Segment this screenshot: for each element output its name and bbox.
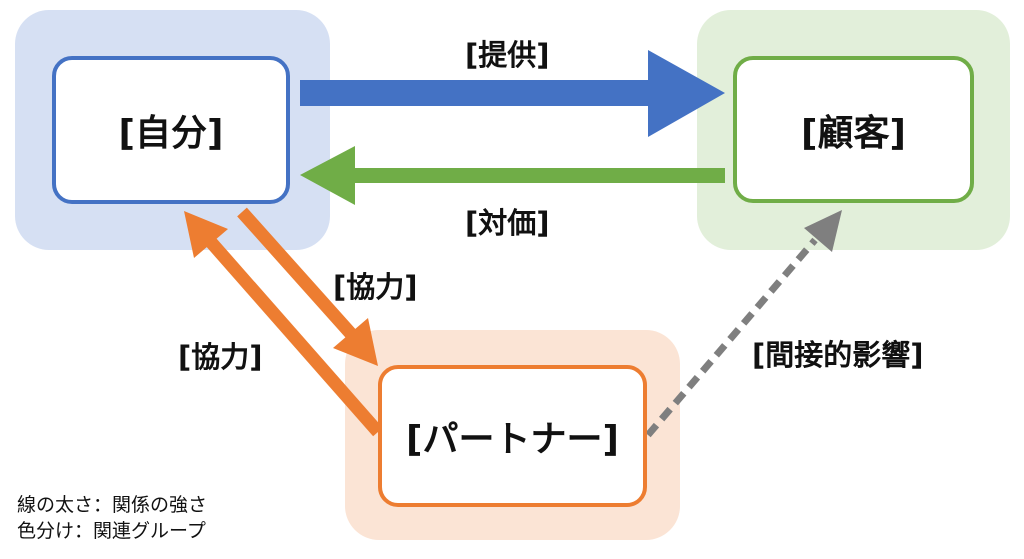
cooperate-to-partner-arrow[interactable] (237, 207, 378, 366)
legend: 線の太さ：関係の強さ 色分け：関連グループ (17, 492, 207, 544)
indirect-influence-arrow[interactable] (645, 210, 842, 438)
indirect-influence-label: [間接的影響] (752, 338, 924, 372)
provide-label: [提供] (465, 38, 550, 72)
cooperate-to-partner-label: [協力] (333, 270, 418, 304)
self-node[interactable]: [自分] (52, 56, 290, 204)
legend-color-grouping: 色分け：関連グループ (17, 520, 206, 542)
customer-node[interactable]: [顧客] (733, 56, 974, 203)
cooperate-to-self-label: [協力] (178, 340, 263, 374)
customer-node-label: [顧客] (801, 112, 906, 154)
payment-arrow[interactable] (300, 146, 725, 205)
payment-label: [対価] (465, 206, 550, 240)
partner-node-label: [パートナー] (406, 419, 619, 460)
partner-node[interactable]: [パートナー] (378, 365, 647, 507)
self-node-label: [自分] (118, 113, 224, 154)
cooperate-to-self-arrow[interactable] (184, 211, 383, 437)
legend-line-thickness: 線の太さ：関係の強さ (17, 494, 208, 516)
provide-arrow[interactable] (300, 50, 725, 137)
